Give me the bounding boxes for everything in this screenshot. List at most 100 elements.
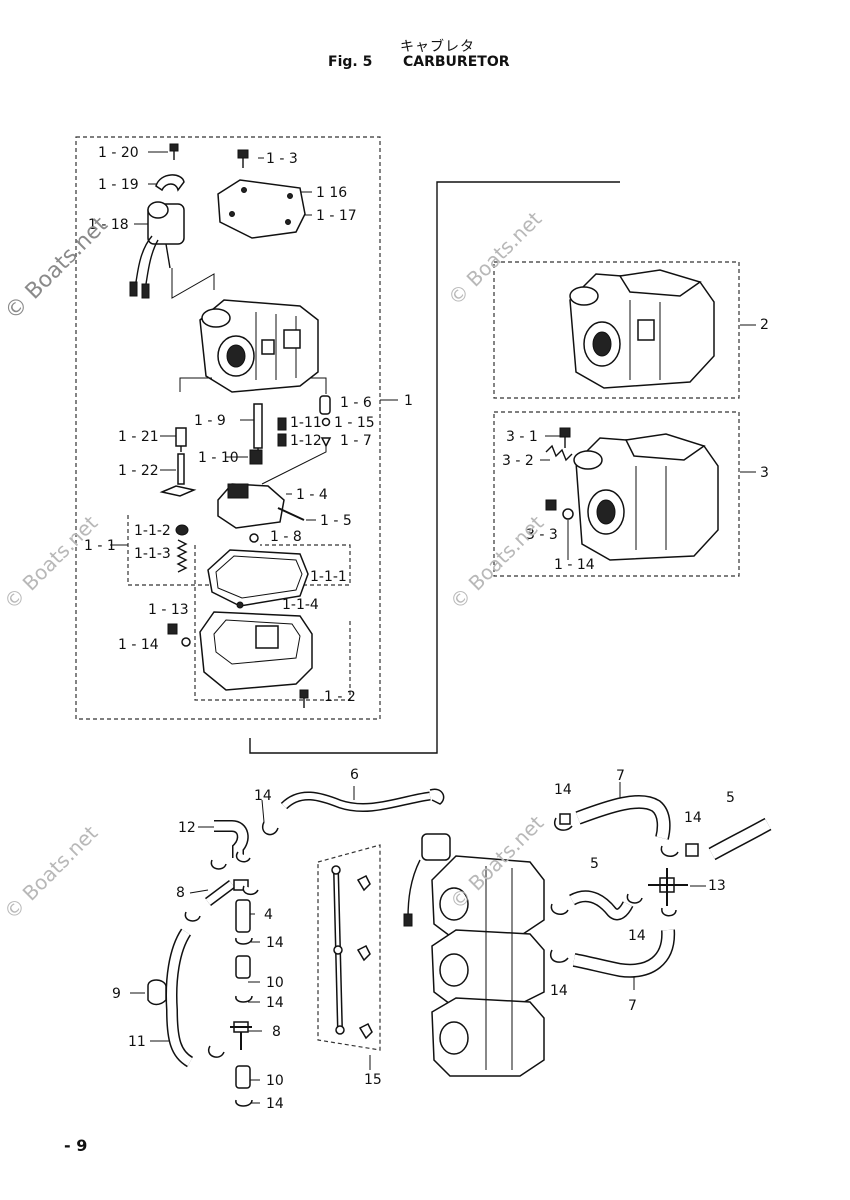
needle-1-7 xyxy=(261,437,332,485)
float-bowl-1-1 xyxy=(199,611,313,691)
callout-1-22: 1 - 22 xyxy=(118,463,159,479)
callout-14-h: 14 xyxy=(266,1096,284,1112)
callout-14-c: 14 xyxy=(684,810,702,826)
float-1-4 xyxy=(217,483,285,529)
hose-10-upper xyxy=(235,955,251,979)
pilot-screw-1-22 xyxy=(177,453,185,485)
figure-title: CARBURETOR xyxy=(403,54,510,70)
callout-14-b: 14 xyxy=(554,782,572,798)
callout-3-2: 3 - 2 xyxy=(502,453,534,469)
callout-1-17: 1 - 17 xyxy=(316,208,357,224)
callout-5-right: 5 xyxy=(726,790,735,806)
callout-5-mid: 5 xyxy=(590,856,599,872)
callout-8-lower: 8 xyxy=(272,1024,281,1040)
assembly-1-box xyxy=(75,136,381,720)
carburetor-3 xyxy=(573,433,719,561)
hose-5-mid xyxy=(569,890,634,921)
valve-seat-1-6 xyxy=(319,395,331,415)
o-ring-1-15 xyxy=(321,417,331,427)
clamp-14-mid xyxy=(235,937,253,945)
callout-1-1-4: 1-1-4 xyxy=(282,597,319,613)
callout-1-6: 1 - 6 xyxy=(340,395,372,411)
linkage-rod-15 xyxy=(331,865,373,1040)
callout-7-upper: 7 xyxy=(616,768,625,784)
clamp-8 xyxy=(184,885,259,922)
clamp-14-left xyxy=(207,1045,225,1058)
cap-9 xyxy=(147,979,167,1006)
tee-fitting-8-lower xyxy=(230,1021,252,1050)
callout-1-13: 1 - 13 xyxy=(148,602,189,618)
screw-1-2 xyxy=(299,689,309,708)
screw-1-20 xyxy=(169,143,179,160)
enrichener-solenoid-1-18 xyxy=(129,201,215,299)
clamp-14-bottom xyxy=(235,1099,253,1107)
callout-1-7: 1 - 7 xyxy=(340,433,372,449)
clamp-12 xyxy=(210,851,251,870)
japanese-title: キャブレタ xyxy=(400,39,475,55)
hose-6 xyxy=(280,791,431,812)
main-jet-1-10 xyxy=(249,449,263,465)
callout-13: 13 xyxy=(708,878,726,894)
clip-1-19 xyxy=(155,174,185,192)
callout-14-a: 14 xyxy=(254,788,272,804)
assembly-2-box xyxy=(493,261,740,399)
screw-3-3 xyxy=(545,499,557,511)
callout-14-e: 14 xyxy=(628,928,646,944)
screw-1-1-4 xyxy=(236,601,244,609)
tee-fitting-8-upper xyxy=(205,879,249,906)
clamp-14-r2 xyxy=(660,843,699,857)
callout-1-10: 1 - 10 xyxy=(198,450,239,466)
clamp-14-low xyxy=(235,995,253,1003)
callout-3: 3 xyxy=(760,465,769,481)
jet-1-12 xyxy=(277,433,287,447)
hose-7-lower xyxy=(572,929,676,978)
callout-1-21: 1 - 21 xyxy=(118,429,159,445)
callout-12: 12 xyxy=(178,820,196,836)
callout-1-11: 1-11 xyxy=(290,415,322,431)
washer-1-14 xyxy=(181,637,191,647)
callout-1-12: 1-12 xyxy=(290,433,322,449)
callout-1-2: 1 - 2 xyxy=(324,689,356,705)
jet-1-11 xyxy=(277,417,287,431)
callout-6: 6 xyxy=(350,767,359,783)
callout-1-14-lower: 1 - 14 xyxy=(554,557,595,573)
callout-1-19: 1 - 19 xyxy=(98,177,139,193)
leader-lines xyxy=(110,151,756,1104)
clamp-6-end xyxy=(429,788,445,805)
long-hose-11 xyxy=(165,928,194,1068)
page-number: - 9 xyxy=(64,1136,88,1155)
callout-1: 1 xyxy=(404,393,413,409)
carburetor-stack xyxy=(403,833,545,1077)
callout-1-18: 1 - 18 xyxy=(88,217,129,233)
callout-14-d: 14 xyxy=(266,935,284,951)
clamp-14-r3 xyxy=(550,893,643,915)
callout-3-3: 3 - 3 xyxy=(526,527,558,543)
screw-1-13 xyxy=(167,623,178,635)
callout-4: 4 xyxy=(264,907,273,923)
callout-2: 2 xyxy=(760,317,769,333)
drain-screw-1-1-2 xyxy=(175,524,189,536)
callout-15: 15 xyxy=(364,1072,382,1088)
o-ring-1-8 xyxy=(249,533,259,543)
callout-1-1-3: 1-1-3 xyxy=(134,546,171,562)
linkage-box-15 xyxy=(317,844,381,1051)
spring-3-2 xyxy=(545,444,573,462)
cover-plate xyxy=(217,179,306,239)
spring-1-1-3 xyxy=(176,539,188,573)
callout-1-9: 1 - 9 xyxy=(194,413,226,429)
screw-3-1 xyxy=(559,427,571,448)
hose-10-lower xyxy=(235,1065,251,1089)
hose-4 xyxy=(235,899,251,933)
callout-1-5: 1 - 5 xyxy=(320,513,352,529)
pilot-jet-1-21 xyxy=(175,427,187,452)
figure-label: Fig. 5 xyxy=(328,54,373,70)
cross-fitting-13 xyxy=(648,868,688,906)
elbow-hose-12 xyxy=(214,820,249,858)
float-pin-1-5 xyxy=(277,507,305,521)
callout-1-4: 1 - 4 xyxy=(296,487,328,503)
screw-1-3 xyxy=(237,149,249,168)
callout-7-lower: 7 xyxy=(628,998,637,1014)
carburetor-body-1 xyxy=(179,299,327,394)
hose-7-upper xyxy=(575,794,671,840)
